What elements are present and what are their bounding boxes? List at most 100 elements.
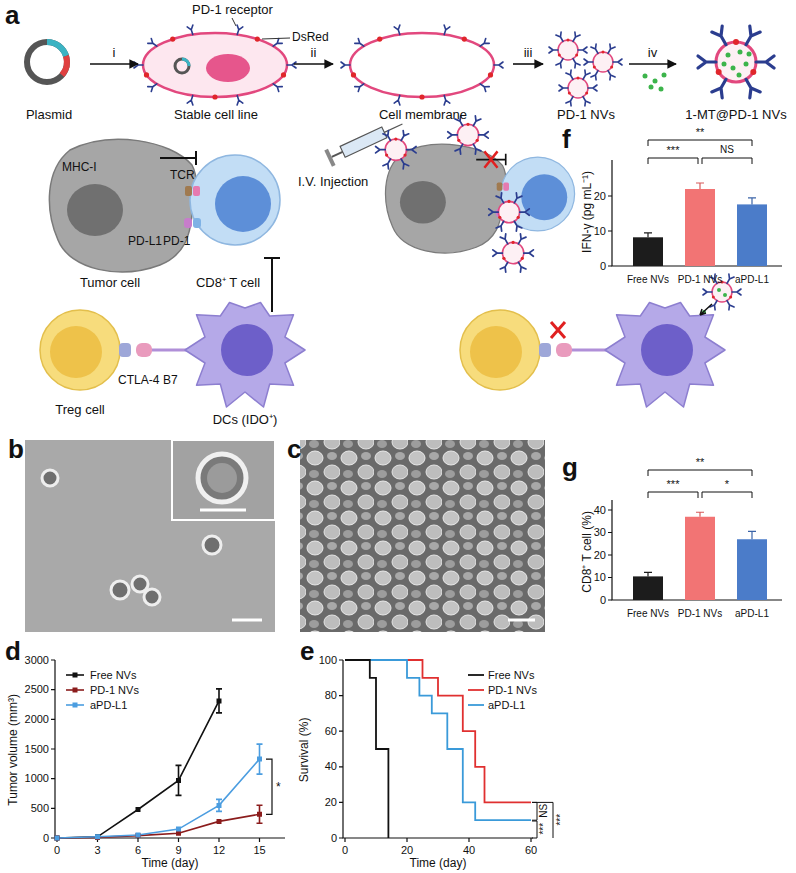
figure-label: DCs (IDO⁺) [213,413,278,428]
figure-label: MHC-I [62,161,97,175]
drug-dots [653,79,658,84]
figure-label: *** [667,144,680,157]
flow-arrow [294,63,333,65]
legend-text: PD-1 NVs [90,684,139,697]
bar [633,576,663,600]
axis-title: Survival (%) [298,718,312,783]
figure-label: PD-1 NVs [678,274,722,286]
leader-line [232,18,290,39]
error-bar [644,512,756,576]
legend-sample [73,703,78,708]
drug-dots [659,87,664,92]
legend-sample [66,673,84,708]
growth-curve [176,689,223,796]
significance-bracket [702,158,752,164]
growth-curve [57,759,260,838]
stable-cell [134,25,296,105]
figure-label: 500 [31,802,49,815]
drug-dots [643,73,667,92]
significance-bracket [532,802,553,838]
figure-label: 1500 [25,743,49,756]
bar [737,204,767,266]
significance-bracket [648,140,752,146]
figure-label: 9 [175,844,181,857]
axis [608,160,782,266]
drug-dots [723,293,727,297]
figure-label: 100 [319,654,337,667]
figure-label: PD-1 receptor [192,3,273,18]
figure-label: Free NVs [627,274,669,286]
figure-label: 1000 [25,772,49,785]
process-step: Plasmid [10,24,88,124]
treated-schematic [376,116,575,272]
inhibition-bar [160,151,196,165]
tem-image [203,536,221,554]
figure-label: 0 [54,844,60,857]
flow-arrow [629,63,676,65]
figure-label: 0 [342,844,348,857]
legend-sample [73,688,78,693]
sem-image [508,619,535,622]
figure-label: PD-1 [163,235,190,249]
tem-image [200,509,246,512]
cell-membrane [341,25,503,105]
treg-dc-pair [40,303,305,408]
figure-label: 12 [213,844,225,857]
figure-label: 40 [594,504,606,517]
bar [685,189,715,266]
axis [55,660,285,838]
error-bar [748,198,756,205]
treated-schematic [376,131,417,169]
step-number: ii [309,46,319,61]
axis [51,660,55,838]
figure-label: 0 [43,832,49,845]
figure-label: ** [696,126,705,139]
figure-label: 20 [325,796,337,809]
figure-label: 40 [463,844,475,857]
significance-bracket [648,470,752,476]
axis-title: IFN-γ (pg mL⁻¹) [581,171,595,253]
drug-dots [731,66,736,71]
step-caption: Stable cell line [174,108,258,123]
significance-bracket [648,492,698,498]
treated-schematic [484,151,497,167]
legend-text: Free NVs [488,669,534,682]
figure-label: 6 [135,844,141,857]
axis-title: CD8⁺ T cell (%) [581,511,595,593]
legend-sample [468,674,484,676]
step-caption: Plasmid [26,108,72,123]
process-step: PD-1 NVs [545,24,627,124]
legend-sample [73,673,78,678]
error-bar [748,531,756,539]
syringe [324,149,335,167]
significance-bracket [702,492,752,498]
figure-label: 0 [600,260,606,273]
error-bar [644,183,756,237]
legend-sample [468,704,484,706]
syringe [332,152,343,157]
panel-letter: d [5,637,21,667]
figure-label: Free NVs [627,608,669,620]
inhibition-bar [160,151,280,312]
axis-title: Tumor volume (mm³) [7,694,21,806]
significance-bracket [648,140,752,164]
figure-label: 40 [325,760,337,773]
figure-label: TCR [170,169,195,183]
figure-label: *** [667,478,680,491]
bar [633,189,767,266]
treated-schematic [493,234,534,272]
sem-image [300,440,545,632]
stable-cell [175,59,189,73]
leader-line [262,38,290,39]
figure-label: 80 [325,689,337,702]
axis [608,500,782,600]
figure-label: 3 [94,844,100,857]
figure-label: 60 [325,725,337,738]
tem-image [132,576,148,592]
axis [345,838,531,842]
plasmid-ring [27,42,67,82]
step-number: iv [646,46,659,61]
treated-schematic [385,144,506,253]
